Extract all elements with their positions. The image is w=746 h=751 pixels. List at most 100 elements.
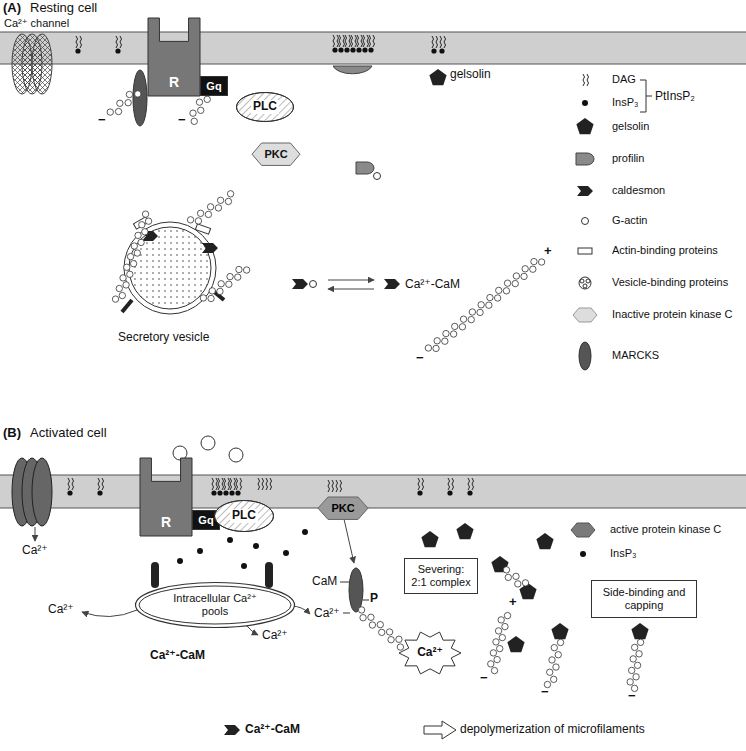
panel-letter: (A) — [3, 0, 21, 16]
panel-title: Activated cell — [30, 425, 107, 441]
g-actin — [116, 285, 122, 291]
lipid-tail — [448, 478, 450, 490]
legend-samples — [640, 80, 652, 112]
legend-item: G-actin — [612, 214, 740, 227]
receptor: R — [148, 18, 200, 96]
node-text: Ca²⁺ — [417, 646, 443, 660]
g-actin — [460, 316, 466, 322]
lipid-tail — [216, 478, 218, 490]
legend-samples — [577, 186, 593, 196]
g-actin — [124, 264, 130, 270]
pool-channel — [265, 562, 273, 588]
caldesmon-equilibrium — [328, 289, 374, 290]
g-actin — [126, 91, 132, 97]
gelsolin-protein — [456, 523, 473, 539]
node-text: Severing: 2:1 complex — [409, 563, 473, 588]
g-actin — [628, 667, 634, 673]
lipid-head — [115, 48, 120, 53]
g-actin — [477, 309, 483, 315]
g-actin — [497, 645, 503, 651]
gelsolin-protein — [631, 623, 648, 639]
lipid-tail — [345, 35, 347, 47]
calcium-channel — [35, 527, 36, 541]
legend-samples — [582, 218, 589, 225]
lipid-head — [217, 490, 222, 495]
g-actin — [488, 661, 494, 667]
protein-kinase-c: PKC — [318, 497, 368, 519]
g-actin — [130, 260, 136, 266]
legend-text: Vesicle-binding proteins — [612, 276, 728, 288]
phospholipase-c-outline — [215, 501, 274, 532]
lipid-head — [344, 47, 349, 52]
lipid-head — [235, 490, 240, 495]
g-actin — [145, 218, 151, 224]
marcks-protein — [340, 568, 369, 613]
g-actin — [225, 198, 231, 204]
lipid-tail — [98, 478, 100, 490]
g-actin — [636, 651, 642, 657]
g-actin — [200, 295, 206, 301]
legend-text: MARCKS — [612, 349, 659, 361]
g-actin — [633, 674, 639, 680]
calcium-channel — [32, 458, 52, 526]
g-actin — [551, 644, 557, 650]
g-actin — [494, 295, 500, 301]
legend-samples — [586, 279, 590, 283]
lipid-tail — [262, 478, 264, 490]
g-actin — [443, 330, 449, 336]
legend-samples — [583, 284, 587, 288]
depolymerization-arrow — [424, 721, 456, 739]
node-text: Side-binding and capping — [596, 586, 692, 611]
node-text: Intracellular Ca²⁺ pools — [165, 592, 265, 617]
node-text: PLC — [230, 509, 258, 523]
g-actin — [134, 250, 140, 256]
g-actin — [469, 309, 475, 315]
profilin-complex — [374, 173, 381, 180]
g-actin — [434, 338, 440, 344]
lipid-tail — [452, 478, 454, 490]
filament-end: − — [541, 684, 549, 700]
gelsolin-protein — [429, 69, 446, 85]
lipid-tail — [587, 74, 589, 86]
lipid-head — [223, 490, 228, 495]
lipid-tail — [432, 36, 434, 48]
profilin-complex — [356, 162, 374, 174]
node-text: Gq — [206, 80, 221, 93]
legend-item: DAG — [612, 73, 740, 86]
legend-item: Inactive protein kinase C — [612, 308, 740, 321]
legend-samples — [573, 80, 652, 370]
g-actin — [503, 288, 509, 294]
g-actin — [198, 107, 204, 113]
lipid-tail — [422, 478, 424, 490]
lipid-tail — [266, 478, 268, 490]
legend-item: Vesicle-binding proteins — [612, 276, 740, 289]
lipid-tail — [230, 478, 232, 490]
g-actin — [478, 302, 484, 308]
lipid-tail — [583, 74, 585, 86]
lipid-head — [417, 490, 422, 495]
receptor-outline — [140, 458, 192, 536]
release-arrow — [344, 519, 354, 563]
g-actin — [142, 211, 148, 217]
node-text: R — [161, 514, 171, 530]
lipid-head — [211, 490, 216, 495]
receptor: R — [140, 458, 192, 536]
g-actin — [397, 644, 403, 650]
g-actin — [627, 679, 633, 685]
legend-samples — [579, 342, 591, 370]
profilin-complex — [333, 66, 372, 74]
g-actin — [553, 664, 559, 670]
legend-text: profilin — [612, 152, 644, 164]
lipid-tail — [120, 36, 122, 48]
ion-label: Ca²⁺ — [22, 543, 48, 557]
insp3-dots — [253, 543, 259, 549]
legend-text: InsP₃ — [612, 96, 639, 108]
g-actin — [388, 637, 394, 643]
legend-item: profilin — [612, 152, 740, 165]
g-actin — [119, 292, 125, 298]
phospholipase-c-outline — [215, 501, 274, 532]
g-actin — [208, 295, 214, 301]
structure-label: Ca²⁺ channel — [4, 17, 69, 30]
g-actin — [209, 288, 215, 294]
